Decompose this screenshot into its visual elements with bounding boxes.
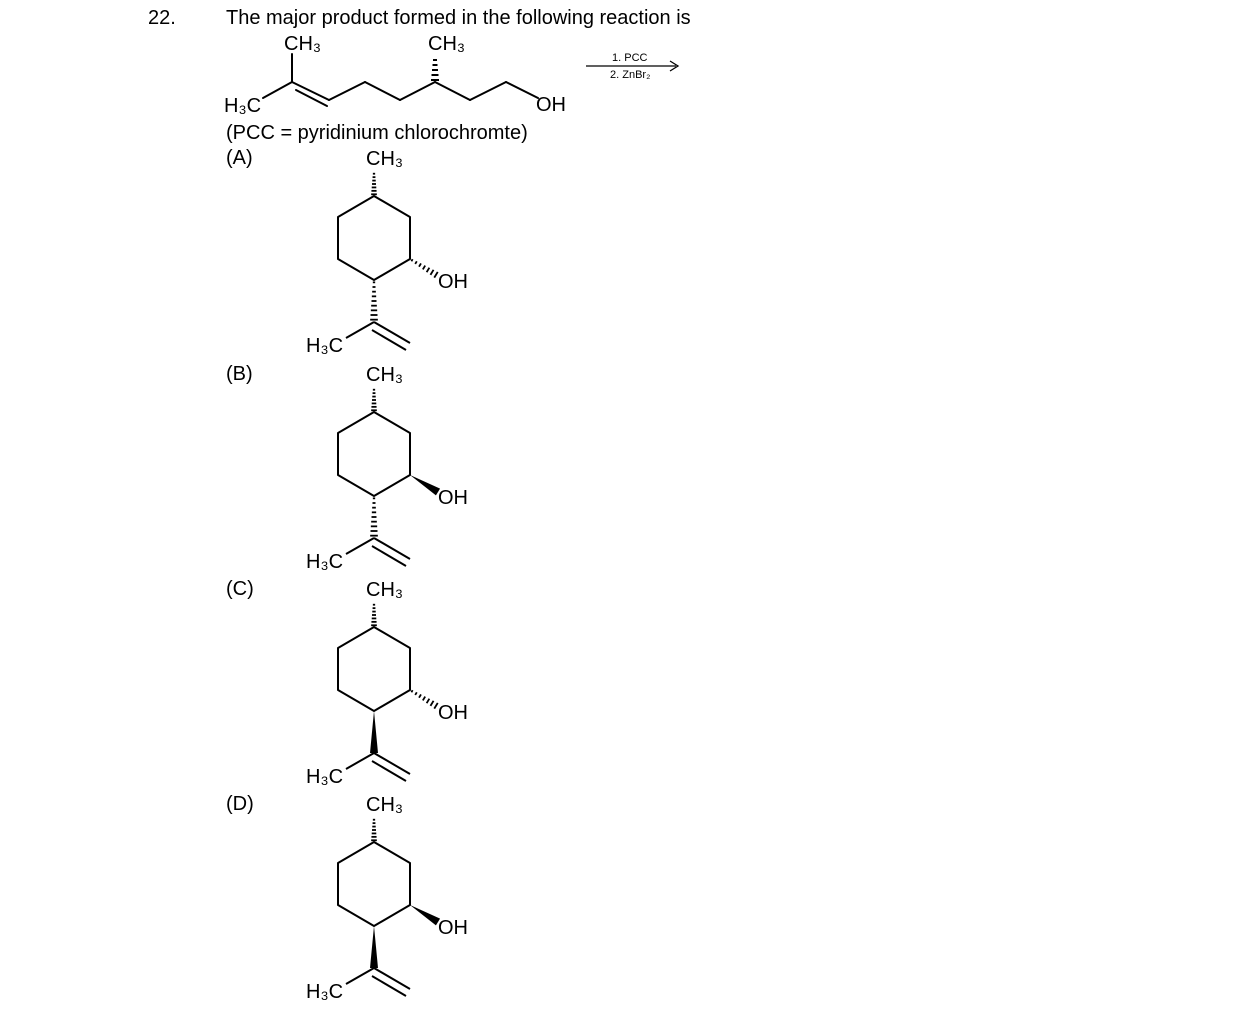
- question-text: The major product formed in the followin…: [226, 7, 691, 29]
- option-b-h3c: H₃C: [306, 551, 343, 573]
- reagent-1: 1. PCC: [612, 52, 648, 64]
- option-c-oh: OH: [438, 702, 468, 724]
- option-b-ch3: CH₃: [366, 364, 403, 386]
- option-b-structure: CH₃ OH H₃C: [306, 364, 468, 573]
- option-a-label: (A): [226, 147, 253, 169]
- reaction-arrowhead: [669, 60, 680, 72]
- question-number: 22.: [148, 7, 176, 29]
- option-a-ch3: CH₃: [366, 148, 403, 170]
- option-c-ch3: CH₃: [366, 579, 403, 601]
- option-d-oh: OH: [438, 917, 468, 939]
- option-c-label: (C): [226, 578, 254, 600]
- starting-material-bonds: [262, 53, 539, 107]
- reagent-note: (PCC = pyridinium chlorochromte): [226, 122, 528, 144]
- reagent-2: 2. ZnBr₂: [610, 69, 650, 81]
- option-a-oh: OH: [438, 271, 468, 293]
- option-d-ch3: CH₃: [366, 794, 403, 816]
- option-d-h3c: H₃C: [306, 981, 343, 1003]
- starting-material-hashed-methyl: [431, 59, 439, 81]
- option-c-h3c: H₃C: [306, 766, 343, 788]
- sm-h3c: H₃C: [224, 95, 261, 117]
- option-b-oh: OH: [438, 487, 468, 509]
- sm-oh: OH: [536, 94, 566, 116]
- sm-ch3-right: CH₃: [428, 33, 465, 55]
- sm-ch3-left: CH₃: [284, 33, 321, 55]
- option-a-structure: CH₃ OH H₃C: [306, 148, 468, 357]
- option-a-h3c: H₃C: [306, 335, 343, 357]
- option-b-label: (B): [226, 363, 253, 385]
- option-d-label: (D): [226, 793, 254, 815]
- option-d-structure: CH₃ OH H₃C: [306, 794, 468, 1003]
- option-c-structure: CH₃ OH H₃C: [306, 579, 468, 788]
